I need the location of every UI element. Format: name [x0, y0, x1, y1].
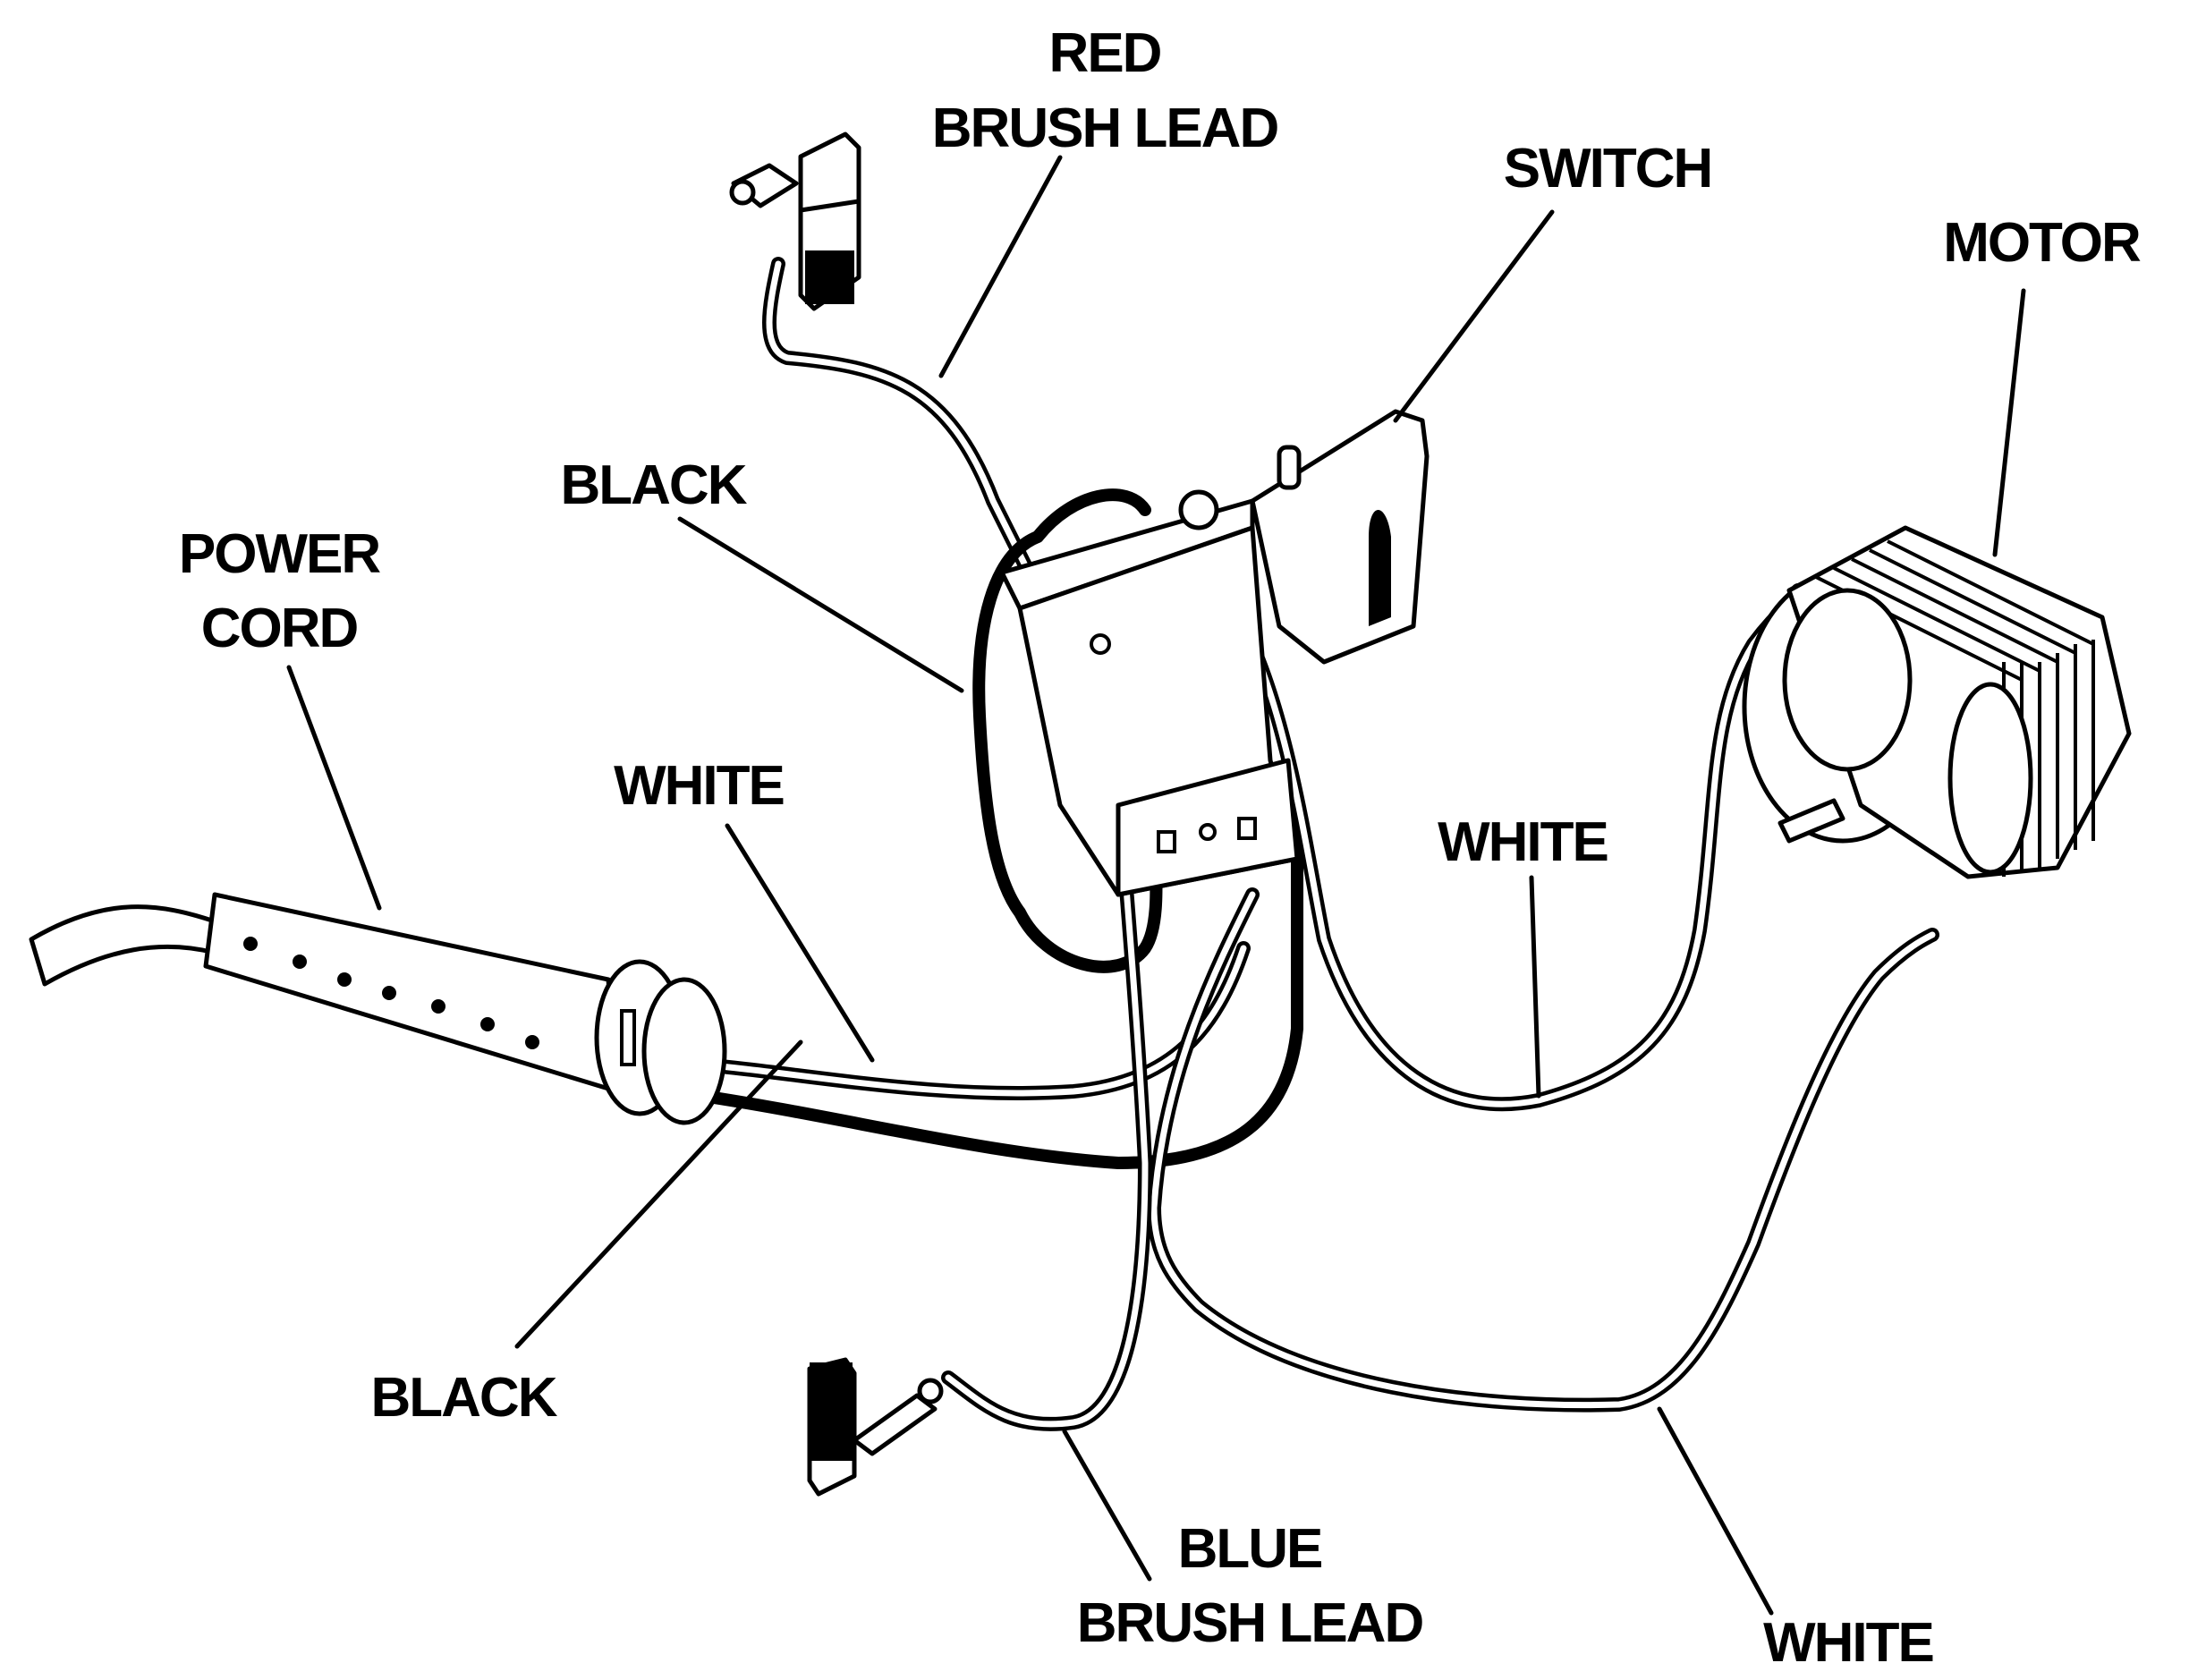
wire-power-cord-black	[696, 826, 1303, 1170]
wire-black-loop	[972, 488, 1163, 973]
label-blue-brush-lead: BRUSH LEAD	[1077, 1592, 1423, 1654]
leader-white-middle	[1529, 875, 1541, 1099]
label-motor: MOTOR	[1943, 212, 2141, 274]
leader-power-cord	[286, 665, 382, 911]
motor-icon	[1742, 525, 2132, 879]
label-white-bottom: WHITE	[1763, 1612, 1933, 1674]
wire-power-cord-white	[695, 941, 1251, 1101]
blue-brush-icon	[807, 1357, 944, 1497]
leader-blue-brush-lead	[1062, 1429, 1152, 1582]
leader-black-bottom	[514, 1039, 803, 1349]
power-cord-icon	[29, 892, 727, 1125]
wire-white-to-motor-top	[1236, 583, 1805, 1112]
label-black-bottom: BLACK	[371, 1367, 558, 1429]
leader-white-bottom	[1657, 1406, 1774, 1616]
label-power-cord: CORD	[201, 598, 358, 659]
leader-motor	[1992, 288, 2026, 557]
leader-white-left	[725, 823, 875, 1063]
leader-red-brush-lead	[938, 155, 1063, 378]
wire-white-to-motor-bottom	[1147, 887, 1939, 1413]
label-red-brush-lead: BRUSH LEAD	[932, 98, 1278, 159]
wire-red-brush-lead	[762, 257, 1036, 580]
label-red: RED	[1049, 22, 1161, 84]
label-power: POWER	[179, 523, 380, 585]
label-white-left: WHITE	[614, 755, 784, 817]
label-black-top: BLACK	[561, 454, 748, 516]
label-white-middle: WHITE	[1438, 811, 1608, 873]
label-switch: SWITCH	[1504, 138, 1712, 199]
red-brush-icon	[729, 132, 861, 311]
switch-icon	[999, 409, 1430, 897]
leader-black-top	[677, 516, 964, 693]
leader-switch	[1393, 209, 1555, 423]
label-blue: BLUE	[1178, 1518, 1322, 1580]
